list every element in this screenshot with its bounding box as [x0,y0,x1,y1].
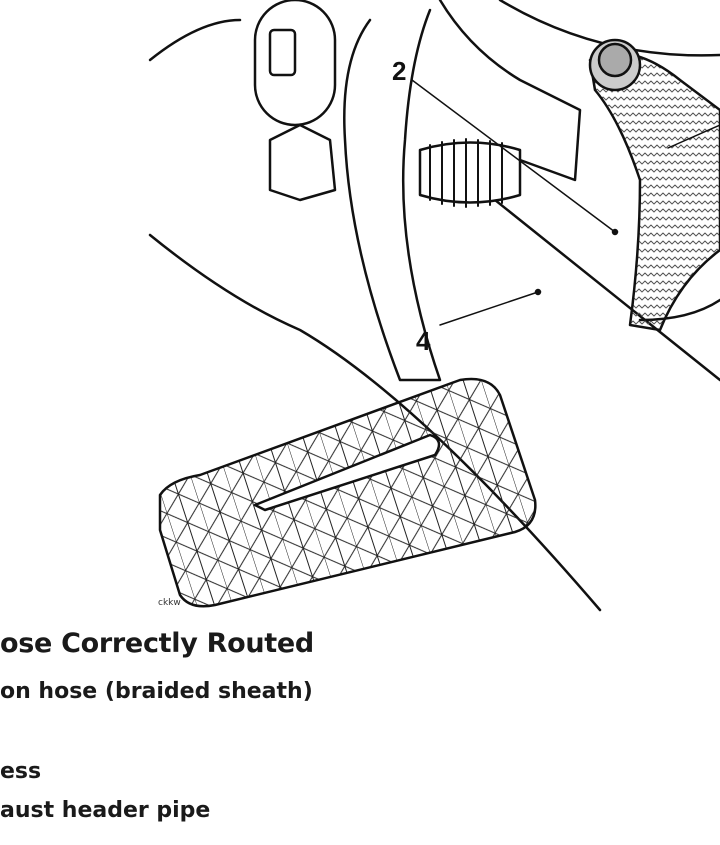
pedal-arm [343,8,442,382]
caption-item: ess [0,759,42,784]
caption-item: aust header pipe [0,798,211,823]
callout-2: 2 [392,56,406,86]
caption-heading: ose Correctly Routed [0,628,314,659]
caption-item: on hose (braided sheath) [0,679,313,704]
brake-pedal-illustration: 2 4 [148,0,720,612]
callout-4: 4 [416,326,431,356]
illustration-code: ckkw [158,598,181,608]
braided-hose [588,52,720,332]
frame-curve [148,18,242,62]
pedal-footpad [158,377,537,608]
pivot-bolt [253,0,337,202]
return-spring [418,138,522,208]
